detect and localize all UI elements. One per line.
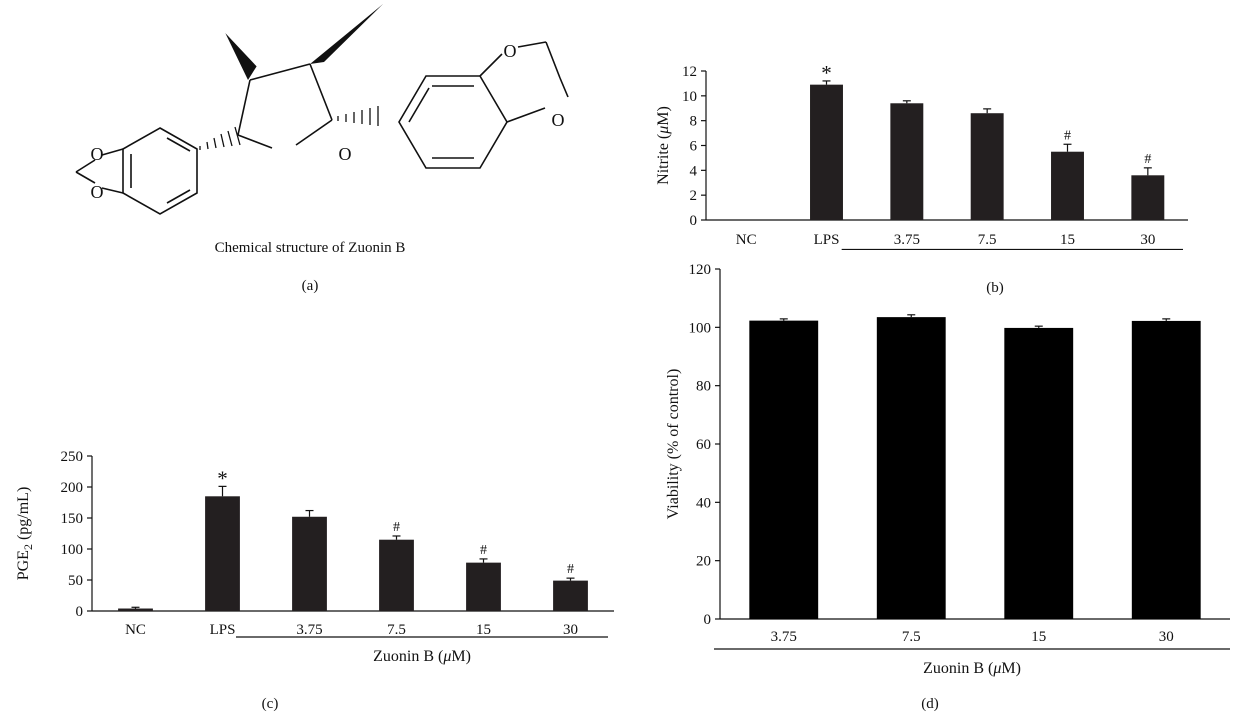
category-label: 7.5 xyxy=(978,232,997,248)
thf-bond-c4-c5 xyxy=(309,63,333,121)
category-label: NC xyxy=(125,622,146,638)
category-label: 30 xyxy=(563,622,578,638)
bar xyxy=(1131,320,1201,619)
y-axis-label: Viability (% of control) xyxy=(665,369,682,520)
bar xyxy=(890,103,924,220)
category-label: NC xyxy=(736,232,757,248)
category-label: LPS xyxy=(210,622,236,638)
panel-label-a: (a) xyxy=(301,278,319,294)
atom-o-right-bottom: O xyxy=(552,110,565,130)
atom-o-ring: O xyxy=(339,144,352,164)
bar xyxy=(118,608,153,611)
bar xyxy=(553,580,588,611)
significance-marker: # xyxy=(567,562,574,577)
hashed-bond-right xyxy=(337,106,379,126)
y-tick-label: 120 xyxy=(689,262,712,278)
y-tick-label: 60 xyxy=(696,437,711,453)
category-label: 7.5 xyxy=(902,629,921,645)
y-tick-label: 100 xyxy=(61,542,84,558)
y-tick-label: 150 xyxy=(61,511,84,527)
atom-o-left-top: O xyxy=(91,144,104,164)
bar xyxy=(1131,175,1165,220)
bar xyxy=(970,113,1004,220)
category-label: 3.75 xyxy=(296,622,322,638)
atom-o-right-top: O xyxy=(504,41,517,61)
zuonin-b-structure: O O O O O xyxy=(75,4,569,215)
bar xyxy=(749,320,819,619)
category-label: 7.5 xyxy=(387,622,406,638)
panel-a-chemical-structure: O O O O O Chemical structure of Zuonin B… xyxy=(40,0,620,300)
y-axis-label: Nitrite (μM) xyxy=(655,106,672,185)
panel-label-d: (d) xyxy=(921,696,939,712)
wedge-methyl-right xyxy=(310,4,383,64)
y-tick-label: 80 xyxy=(696,379,711,395)
category-label: 30 xyxy=(1140,232,1155,248)
atom-o-left-bottom: O xyxy=(91,182,104,202)
y-tick-label: 12 xyxy=(682,64,697,80)
category-label: 30 xyxy=(1159,629,1174,645)
right-benzene-ring xyxy=(398,75,508,169)
y-tick-label: 6 xyxy=(690,139,698,155)
bar xyxy=(1051,151,1084,220)
x-axis-label: Zuonin B (μM) xyxy=(923,660,1021,677)
y-tick-label: 200 xyxy=(61,480,84,496)
structure-caption: Chemical structure of Zuonin B xyxy=(214,240,406,256)
y-tick-label: 0 xyxy=(76,604,84,620)
y-tick-label: 40 xyxy=(696,495,711,511)
y-tick-label: 50 xyxy=(68,573,83,589)
y-tick-label: 4 xyxy=(690,163,698,179)
y-tick-label: 0 xyxy=(690,213,698,229)
y-tick-label: 2 xyxy=(690,188,698,204)
wedge-methyl-left xyxy=(225,33,257,80)
bar xyxy=(810,84,843,221)
y-tick-label: 20 xyxy=(696,554,711,570)
significance-marker: # xyxy=(1064,128,1071,143)
bar xyxy=(876,317,946,619)
y-axis-label: PGE2 (pg/mL) xyxy=(15,487,35,581)
significance-marker: * xyxy=(217,466,228,490)
y-tick-label: 100 xyxy=(689,320,712,336)
category-label: 15 xyxy=(476,622,491,638)
bar xyxy=(1004,327,1074,619)
left-benzene-ring xyxy=(122,127,198,215)
thf-bond-c3-c4 xyxy=(249,63,311,81)
hashed-bond-left xyxy=(199,126,241,150)
bar xyxy=(379,539,414,611)
category-label: 3.75 xyxy=(771,629,797,645)
category-label: 15 xyxy=(1031,629,1046,645)
significance-marker: # xyxy=(1144,152,1151,167)
category-label: LPS xyxy=(814,232,840,248)
bar xyxy=(292,516,327,611)
x-axis-label: Zuonin B (μM) xyxy=(373,648,471,665)
y-tick-label: 8 xyxy=(690,114,698,130)
category-label: 15 xyxy=(1060,232,1075,248)
bar xyxy=(205,496,240,611)
significance-marker: * xyxy=(821,61,832,85)
y-tick-label: 0 xyxy=(704,612,712,628)
significance-marker: # xyxy=(480,543,487,558)
thf-bond-c2-c3 xyxy=(237,79,251,136)
panel-label-b: (b) xyxy=(986,280,1004,296)
category-label: 3.75 xyxy=(894,232,920,248)
significance-marker: # xyxy=(393,520,400,535)
bar xyxy=(466,562,501,611)
y-tick-label: 10 xyxy=(682,89,697,105)
y-tick-label: 250 xyxy=(61,449,84,465)
panel-label-c: (c) xyxy=(261,696,279,712)
